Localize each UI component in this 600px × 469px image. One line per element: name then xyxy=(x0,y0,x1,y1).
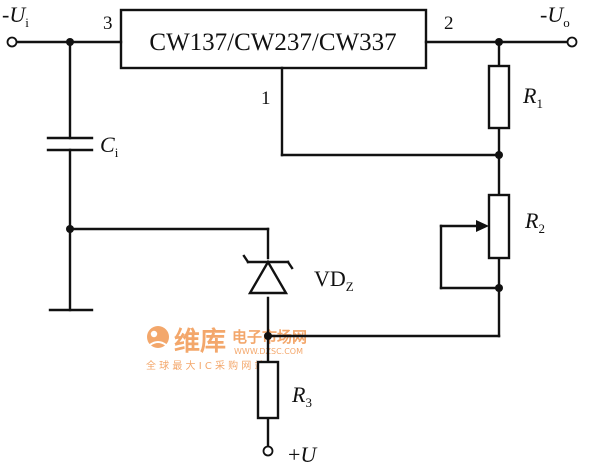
resistor-r1-label: R1 xyxy=(522,83,543,111)
resistor-r2-label: R2 xyxy=(524,208,545,236)
watermark: 维库 电子市场网 WWW.DZSC.COM 全 球 最 大 I C 采 购 网 … xyxy=(146,326,307,372)
watermark-logo-icon xyxy=(147,326,169,348)
resistor-r3 xyxy=(256,360,280,420)
junction-dot xyxy=(66,38,74,46)
ic-pin-2-label: 2 xyxy=(444,13,454,34)
junction-dot xyxy=(66,225,74,233)
ic-pin-3-label: 3 xyxy=(103,13,113,34)
input-terminal xyxy=(6,36,18,48)
input-voltage-label: -Ui xyxy=(2,2,29,30)
output-terminal xyxy=(566,36,578,48)
zener-vdz-label: VDZ xyxy=(314,266,354,294)
watermark-slogan: 全 球 最 大 I C 采 购 网 站 xyxy=(146,359,265,372)
regulator-ic xyxy=(119,8,428,70)
junction-dot xyxy=(495,151,503,159)
junction-dot xyxy=(264,332,272,340)
capacitor-ci-label: Ci xyxy=(100,132,119,160)
regulator-ic-label: CW137/CW237/CW337 xyxy=(149,29,396,56)
watermark-brand: 维库 xyxy=(174,326,226,357)
junction-dot xyxy=(495,284,503,292)
supply-voltage-label: +U xyxy=(288,442,318,467)
resistor-r3-label: R3 xyxy=(291,382,312,410)
wiper-arrow-icon xyxy=(476,220,489,232)
output-voltage-label: -Uo xyxy=(540,2,570,30)
resistor-r1 xyxy=(487,64,511,130)
capacitor-ci xyxy=(46,136,94,152)
ic-pin-1-label: 1 xyxy=(261,88,271,109)
supply-terminal xyxy=(262,445,274,457)
resistor-r2 xyxy=(487,193,511,260)
wires xyxy=(14,40,570,448)
junction-dot xyxy=(495,38,503,46)
zener-diode-vdz xyxy=(242,254,294,295)
